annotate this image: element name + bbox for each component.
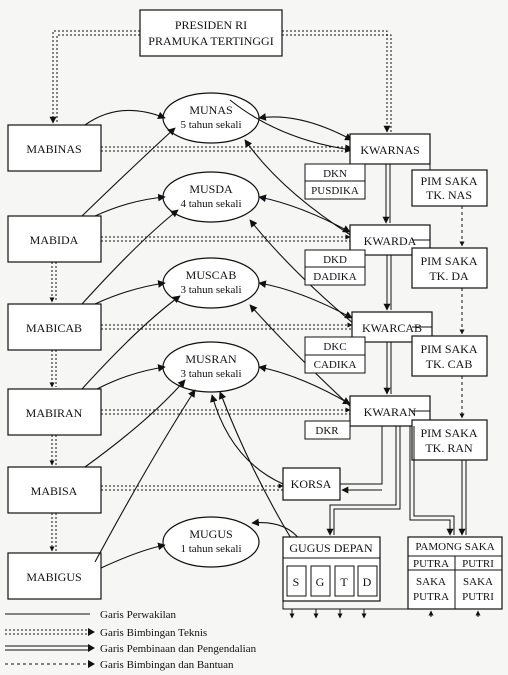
munas-period: 5 tahun sekali: [180, 119, 241, 131]
gugus-title: GUGUS DEPAN: [289, 541, 373, 555]
pim-cab-1: PIM SAKA: [420, 342, 477, 356]
legend-bimbingan-teknis: Garis Bimbingan Teknis: [100, 627, 207, 639]
assemblies: MUNAS 5 tahun sekali MUSDA 4 tahun sekal…: [162, 92, 260, 568]
box-mabida: MABIDA: [30, 233, 79, 247]
pamong-putri-head: PUTRI: [462, 558, 494, 570]
box-mabigus: MABIGUS: [26, 570, 81, 584]
legend-perwakilan: Garis Perwakilan: [100, 609, 177, 621]
pamong-putra-head: PUTRA: [413, 558, 449, 570]
left-boxes: MABINAS MABIDA MABICAB MABIRAN MABISA MA…: [7, 124, 102, 600]
pim-nas-1: PIM SAKA: [420, 174, 477, 188]
musda-name: MUSDA: [189, 182, 233, 196]
top-title-2: PRAMUKA TERTINGGI: [148, 34, 273, 48]
musran-period: 3 tahun sekali: [180, 368, 241, 380]
gugus-depan: GUGUS DEPAN S G T D: [282, 536, 381, 602]
saka-putra-2: PUTRA: [413, 591, 449, 603]
saka-putri-1: SAKA: [463, 576, 493, 588]
box-mabisa: MABISA: [31, 484, 78, 498]
box-dadika: DADIKA: [313, 271, 356, 283]
legend-bimbingan-bantuan: Garis Bimbingan dan Bantuan: [100, 659, 234, 671]
box-kwaran: KWARAN: [364, 405, 417, 419]
muscab-name: MUSCAB: [186, 268, 237, 282]
muscab-period: 3 tahun sekali: [180, 284, 241, 296]
gugus-cell-s: S: [293, 575, 300, 589]
pim-saka-column: PIM SAKA TK. NAS PIM SAKA TK. DA PIM SAK…: [411, 169, 488, 461]
gugus-cell-t: T: [340, 575, 348, 589]
box-dkc: DKC: [323, 341, 346, 353]
pim-da-1: PIM SAKA: [420, 254, 477, 268]
saka-putri-2: PUTRI: [462, 591, 494, 603]
legend: Garis Perwakilan Garis Bimbingan Teknis …: [5, 609, 257, 671]
pim-nas-2: TK. NAS: [426, 188, 472, 202]
box-cadika: CADIKA: [314, 359, 357, 371]
pim-da-2: TK. DA: [429, 269, 469, 283]
musda-period: 4 tahun sekali: [180, 198, 241, 210]
pamong-saka: PAMONG SAKA PUTRA PUTRI SAKA PUTRA SAKA …: [407, 536, 503, 610]
gugus-cell-g: G: [316, 575, 325, 589]
mugus-name: MUGUS: [189, 527, 232, 541]
gugus-cell-d: D: [363, 575, 372, 589]
munas-name: MUNAS: [189, 103, 232, 117]
box-mabicab: MABICAB: [26, 321, 82, 335]
council-boxes: DKN PUSDIKA DKD DADIKA DKC CADIKA DKR: [304, 163, 366, 440]
pim-ran-2: TK. RAN: [425, 441, 473, 455]
box-mabinas: MABINAS: [26, 142, 81, 156]
box-korsa: KORSA: [291, 477, 332, 491]
pim-ran-1: PIM SAKA: [420, 426, 477, 440]
top-title-1: PRESIDEN RI: [175, 18, 247, 32]
box-kwarnas: KWARNAS: [360, 143, 419, 157]
box-dkd: DKD: [323, 254, 347, 266]
pamong-title: PAMONG SAKA: [415, 541, 494, 553]
box-pusdika: PUSDIKA: [311, 185, 359, 197]
box-dkr: DKR: [315, 425, 339, 437]
box-dkn: DKN: [323, 168, 347, 180]
box-mabiran: MABIRAN: [26, 406, 83, 420]
pim-cab-2: TK. CAB: [426, 357, 473, 371]
musran-name: MUSRAN: [185, 352, 237, 366]
box-kwarcab: KWARCAB: [362, 321, 422, 335]
mugus-period: 1 tahun sekali: [180, 543, 241, 555]
box-kwarda: KWARDA: [364, 234, 417, 248]
saka-putra-1: SAKA: [416, 576, 446, 588]
legend-pembinaan: Garis Pembinaan dan Pengendalian: [100, 643, 257, 655]
